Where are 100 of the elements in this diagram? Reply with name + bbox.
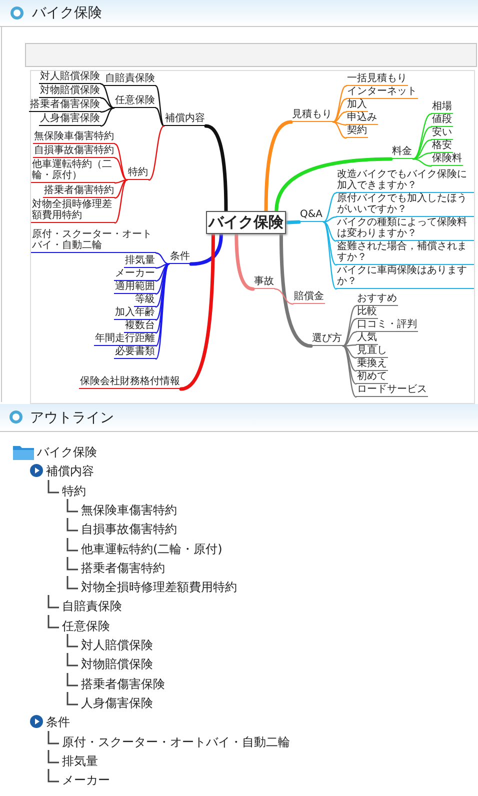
branch-line <box>412 158 432 167</box>
branch-line <box>332 121 347 139</box>
branch-line <box>155 263 170 321</box>
branch-line <box>114 179 128 184</box>
branch-topic: 搭乗者傷害保険 <box>29 99 101 112</box>
branch-topic: 選び方 <box>311 333 343 346</box>
branch-topic: 複数台 <box>124 320 156 333</box>
branch-topic: 無保険車傷害特約 <box>33 131 115 144</box>
branch-topic: 保険会社財務格付情報 <box>79 376 181 389</box>
branch-topic: 年間走行距離 <box>94 333 156 346</box>
branch-topic: Q&A <box>299 209 324 222</box>
branch-topic: 搭乗者傷害特約 <box>43 185 115 198</box>
outline-item: 排気量 <box>62 752 98 769</box>
branch-line <box>342 318 357 347</box>
outline-item: 人身傷害保険 <box>81 694 153 711</box>
branch-topic: 原付・スクーター・オートバイ・自動二輪 <box>31 229 156 253</box>
page-title: バイク保険 <box>32 4 102 22</box>
branch-line <box>274 157 393 213</box>
branch-topic: 人身傷害保険 <box>39 113 101 126</box>
branch-line <box>204 124 228 213</box>
branch-topic: メーカー <box>114 268 156 281</box>
branch-topic: ロードサービス <box>356 384 428 397</box>
branch-line <box>342 344 357 347</box>
branch-topic: 加入年齢 <box>114 307 156 320</box>
branch-topic: 料金 <box>391 146 413 159</box>
branch-line <box>148 125 165 181</box>
branch-topic: 自賠責保険 <box>104 73 156 86</box>
branch-topic: 自損事故傷害特約 <box>33 145 115 158</box>
branch-line <box>284 220 301 224</box>
branch-topic: 一括見積もり <box>346 73 408 86</box>
branch-topic: 見積もり <box>291 109 333 122</box>
branch-topic: 事故 <box>253 276 275 289</box>
branch-topic: 対人賠償保険 <box>39 71 101 84</box>
branch-topic: バイクの種類によって保険料は変わりますか？ <box>336 217 474 241</box>
branch-topic: 改造バイクでもバイク保険に加入できますか？ <box>336 169 474 193</box>
branch-line <box>100 107 115 127</box>
branch-line <box>332 111 347 123</box>
branch-topic: 初めて <box>356 371 388 384</box>
branch-topic: 格安 <box>431 140 453 153</box>
outline-item: 対物全損時修理差額費用特約 <box>81 579 237 596</box>
branch-topic: 原付バイクでも加入したほうがいいですか？ <box>336 193 474 217</box>
branch-line <box>264 120 293 213</box>
branch-line <box>279 232 313 348</box>
branch-topic: 排気量 <box>124 255 156 268</box>
section-title: アウトライン <box>30 409 114 427</box>
branch-line <box>322 216 337 223</box>
branch-topic: 人気 <box>356 332 378 345</box>
outline-item: 自賠責保険 <box>62 598 122 614</box>
outline-item: 原付・スクーター・オートバイ・自動二輪 <box>62 734 290 750</box>
branch-topic: おすすめ <box>356 293 398 306</box>
branch-topic: 安い <box>431 127 453 140</box>
outline-item: 対物賠償保険 <box>81 656 153 672</box>
branch-line <box>274 288 294 305</box>
branch-line <box>189 232 223 266</box>
branch-line <box>155 263 170 282</box>
branch-line <box>155 107 165 127</box>
central-topic-box: バイク保険 <box>206 211 286 234</box>
branch-line <box>342 345 357 398</box>
branch-topic: バイクに車両保険はありますか？ <box>336 265 474 289</box>
outline-item: 任意保険 <box>62 618 110 634</box>
branch-line <box>155 252 170 265</box>
outline-item: 無保険車傷害特約 <box>81 502 177 518</box>
branch-line <box>155 263 170 295</box>
outline-item: 特約 <box>62 482 86 499</box>
branch-topic: 補償内容 <box>164 113 206 126</box>
branch-line <box>322 221 337 242</box>
branch-line <box>234 232 255 291</box>
branch-line <box>412 113 432 160</box>
branch-line <box>412 126 432 160</box>
branch-topic: 盗難された場合，補償されますか？ <box>336 241 474 265</box>
branch-topic: 口コミ・評判 <box>356 319 418 332</box>
branch-topic: 対物全損時修理差額費用特約 <box>31 199 115 223</box>
branch-line <box>100 97 115 109</box>
branch-topic: インターネット <box>346 86 418 99</box>
branch-topic: 相場 <box>431 101 453 114</box>
branch-line <box>322 221 337 266</box>
branch-topic: 値段 <box>431 114 453 127</box>
branch-line <box>322 192 337 223</box>
branch-line <box>342 345 357 359</box>
outline-item: 自損事故傷害特約 <box>81 521 177 538</box>
branch-line <box>114 179 128 199</box>
branch-topic: 保険料 <box>431 153 463 166</box>
outline-item: 対人賠償保険 <box>81 637 153 653</box>
branch-line <box>155 263 170 308</box>
branch-topic: 等級 <box>134 294 156 307</box>
branch-line <box>332 98 347 123</box>
outline-item: 補償内容 <box>46 463 94 480</box>
branch-line <box>114 157 128 181</box>
branch-line <box>114 179 128 224</box>
branch-line <box>412 139 432 160</box>
branch-topic: 任意保険 <box>114 95 156 108</box>
branch-topic: 比較 <box>356 306 378 319</box>
branch-line <box>412 152 432 160</box>
branch-line <box>100 83 115 109</box>
branch-topic: 見直し <box>356 345 388 358</box>
branch-topic: 対物賠償保険 <box>39 85 101 98</box>
branch-topic: 条件 <box>169 251 191 264</box>
branch-line <box>179 232 215 391</box>
branch-topic: 乗換え <box>356 358 388 371</box>
outline-item: 搭乗者傷害保険 <box>81 676 165 692</box>
